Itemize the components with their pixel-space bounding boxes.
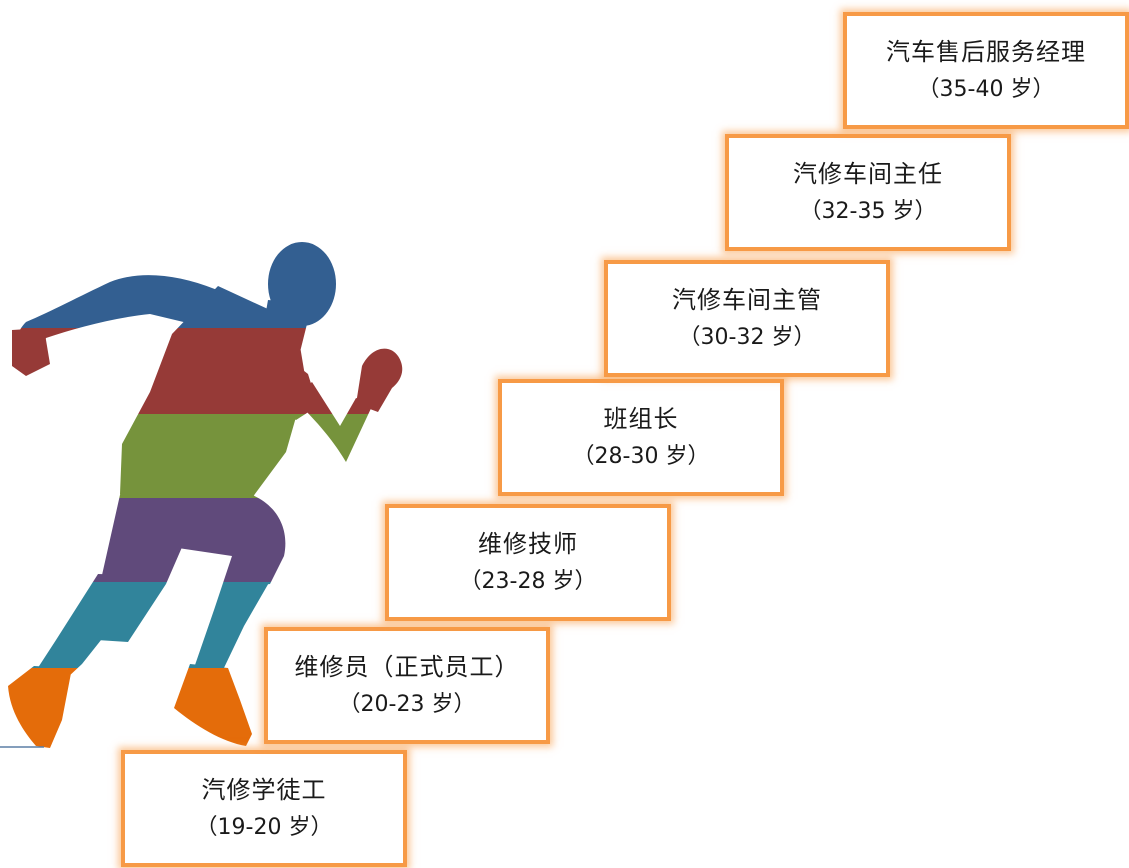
runner-band-red: [8, 328, 403, 414]
career-step-title: 汽修学徒工: [201, 775, 327, 804]
career-step-1: 汽修学徒工 （19-20 岁）: [121, 750, 407, 867]
career-step-title: 汽修车间主任: [793, 159, 943, 188]
career-step-title: 汽车售后服务经理: [886, 37, 1086, 66]
runner-band-purple: [8, 498, 403, 582]
career-step-5: 汽修车间主管 （30-32 岁）: [604, 260, 890, 377]
career-step-2: 维修员（正式员工） （20-23 岁）: [264, 627, 550, 744]
runner-band-green: [8, 414, 403, 498]
career-step-7: 汽车售后服务经理 （35-40 岁）: [843, 12, 1129, 129]
career-step-4: 班组长 （28-30 岁）: [498, 379, 784, 496]
career-step-age: （30-32 岁）: [678, 324, 816, 350]
career-step-6: 汽修车间主任 （32-35 岁）: [725, 134, 1011, 251]
career-step-age: （28-30 岁）: [572, 443, 710, 469]
career-step-age: （35-40 岁）: [917, 76, 1055, 102]
career-step-age: （32-35 岁）: [799, 198, 937, 224]
career-step-3: 维修技师 （23-28 岁）: [385, 504, 671, 621]
career-step-title: 维修技师: [478, 529, 578, 558]
career-step-age: （20-23 岁）: [338, 691, 476, 717]
career-step-title: 汽修车间主管: [672, 285, 822, 314]
career-step-title: 班组长: [603, 404, 679, 433]
career-step-title: 维修员（正式员工）: [294, 652, 520, 681]
career-step-age: （19-20 岁）: [195, 814, 333, 840]
runner-band-blue: [8, 242, 403, 328]
career-step-age: （23-28 岁）: [459, 568, 597, 594]
